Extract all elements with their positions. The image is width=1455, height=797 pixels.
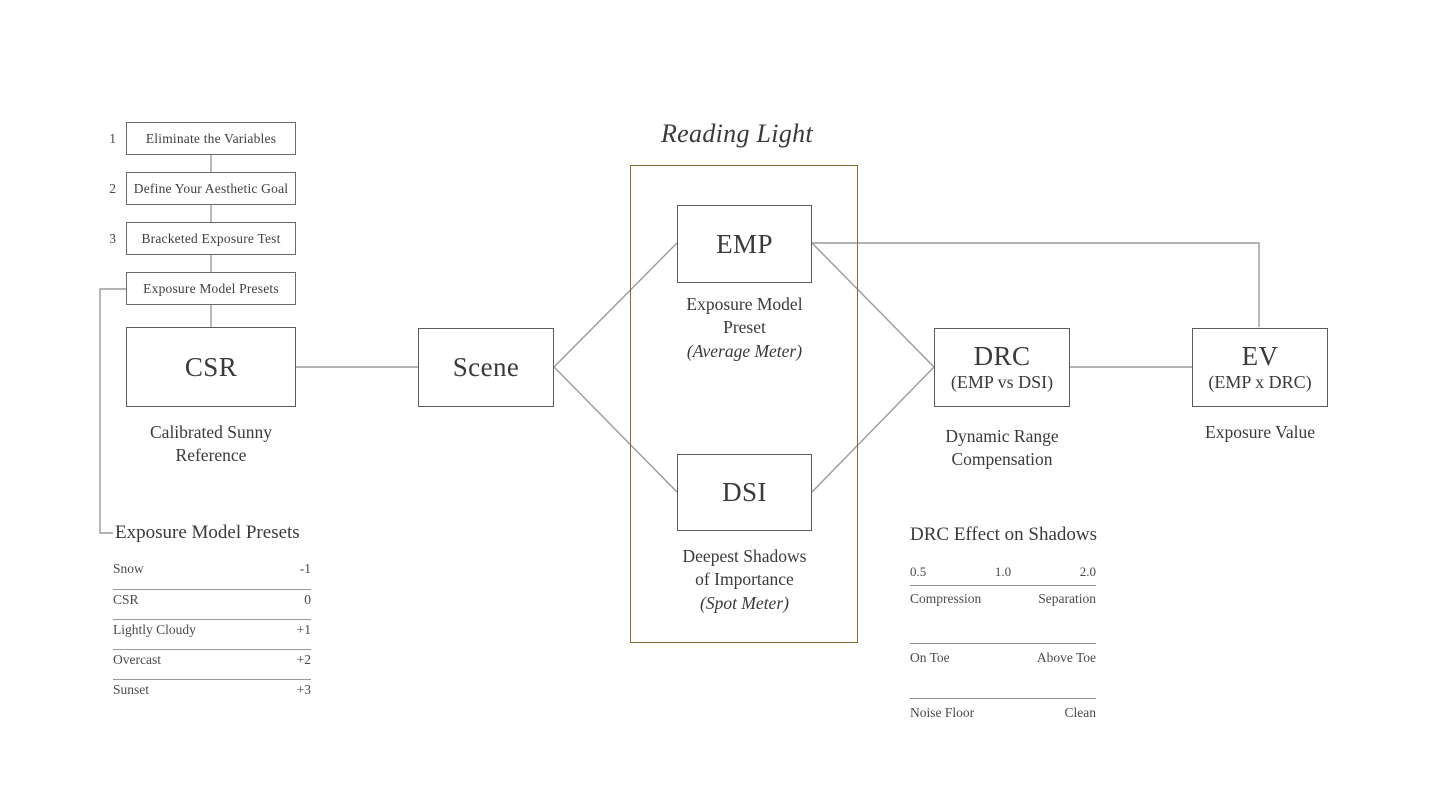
node-ev[interactable]: EV (EMP x DRC) <box>1192 328 1328 407</box>
node-drc-caption-line2: Compensation <box>951 449 1053 470</box>
drc-tick-high: 2.0 <box>1079 564 1096 579</box>
presets-row-value: +2 <box>296 652 311 667</box>
drc-scale-rule-1 <box>910 585 1096 586</box>
wire-emp-ev <box>812 242 1260 327</box>
drc-scale-rule-2 <box>910 643 1096 644</box>
node-dsi-caption: Deepest Shadows of Importance (Spot Mete… <box>652 545 837 615</box>
reading-light-frame <box>630 165 858 643</box>
drc-panel-title: DRC Effect on Shadows <box>910 524 1097 545</box>
drc-scale-left-label: On Toe <box>910 650 950 665</box>
reading-light-title: Reading Light <box>661 119 813 148</box>
node-ev-subtitle: (EMP x DRC) <box>1208 371 1312 392</box>
presets-row-label: Overcast <box>113 652 161 667</box>
wire-presets-loop <box>99 288 126 534</box>
presets-row-value: 0 <box>304 592 311 607</box>
node-csr-caption: Calibrated Sunny Reference <box>126 421 296 468</box>
presets-row-label: CSR <box>113 592 139 607</box>
node-emp-title: EMP <box>716 228 773 259</box>
drc-scale-left-label: Compression <box>910 591 982 606</box>
step-box-3[interactable]: Bracketed Exposure Test <box>126 222 296 255</box>
node-csr-caption-line2: Reference <box>175 445 247 466</box>
node-emp-caption-line2: Preset <box>723 317 766 338</box>
node-ev-caption-line1: Exposure Value <box>1205 422 1315 442</box>
step-box-exposure-model-presets[interactable]: Exposure Model Presets <box>126 272 296 305</box>
drc-scale-labels-2: On Toe Above Toe <box>910 650 1096 666</box>
presets-row-label: Lightly Cloudy <box>113 622 196 637</box>
drc-tick-mid: 1.0 <box>994 564 1012 579</box>
drc-scale-right-label: Clean <box>1064 705 1097 720</box>
node-dsi-caption-line2: of Importance <box>695 569 794 590</box>
node-scene-title: Scene <box>452 352 520 383</box>
node-ev-caption: Exposure Value <box>1175 421 1345 444</box>
node-scene[interactable]: Scene <box>418 328 554 407</box>
step-number-2: 2 <box>109 181 116 196</box>
node-ev-title: EV <box>1241 341 1279 372</box>
node-drc[interactable]: DRC (EMP vs DSI) <box>934 328 1070 407</box>
drc-scale-left-label: Noise Floor <box>910 705 975 720</box>
node-emp-caption: Exposure Model Preset (Average Meter) <box>657 293 832 363</box>
drc-scale-ticks: 0.5 1.0 2.0 <box>910 564 1096 580</box>
node-dsi[interactable]: DSI <box>677 454 812 531</box>
node-csr[interactable]: CSR <box>126 327 296 407</box>
presets-row: Overcast +2 <box>113 649 311 668</box>
node-drc-title: DRC <box>973 341 1031 372</box>
drc-scale-rule-3 <box>910 698 1096 699</box>
node-csr-caption-line1: Calibrated Sunny <box>150 422 272 442</box>
drc-scale-right-label: Above Toe <box>1036 650 1096 665</box>
node-dsi-title: DSI <box>722 477 767 508</box>
presets-row: Lightly Cloudy +1 <box>113 619 311 638</box>
presets-row-label: Snow <box>113 561 144 576</box>
presets-row: Sunset +3 <box>113 679 311 698</box>
node-dsi-caption-italic: (Spot Meter) <box>700 592 789 613</box>
node-drc-subtitle: (EMP vs DSI) <box>950 371 1054 392</box>
presets-row: Snow -1 <box>113 561 311 577</box>
node-emp-caption-line1: Exposure Model <box>686 294 803 314</box>
node-emp-caption-italic: (Average Meter) <box>686 340 803 361</box>
node-drc-caption-line1: Dynamic Range <box>945 426 1059 446</box>
drc-scale-right-label: Separation <box>1038 591 1096 606</box>
presets-row-label: Sunset <box>113 682 150 697</box>
node-drc-caption: Dynamic Range Compensation <box>917 425 1087 472</box>
drc-scale-labels-1: Compression Separation <box>910 591 1096 607</box>
node-emp[interactable]: EMP <box>677 205 812 283</box>
step-number-1: 1 <box>109 131 116 146</box>
presets-row: CSR 0 <box>113 589 311 608</box>
step-number-3: 3 <box>109 231 116 246</box>
presets-row-value: +1 <box>296 622 311 637</box>
presets-row-value: +3 <box>296 682 311 697</box>
presets-row-value: -1 <box>299 561 311 576</box>
presets-panel-title: Exposure Model Presets <box>115 522 300 543</box>
node-dsi-caption-line1: Deepest Shadows <box>682 546 807 566</box>
drc-scale-labels-3: Noise Floor Clean <box>910 705 1096 721</box>
drc-tick-low: 0.5 <box>910 564 927 579</box>
step-box-2[interactable]: Define Your Aesthetic Goal <box>126 172 296 205</box>
step-box-1[interactable]: Eliminate the Variables <box>126 122 296 155</box>
node-csr-title: CSR <box>184 351 238 382</box>
